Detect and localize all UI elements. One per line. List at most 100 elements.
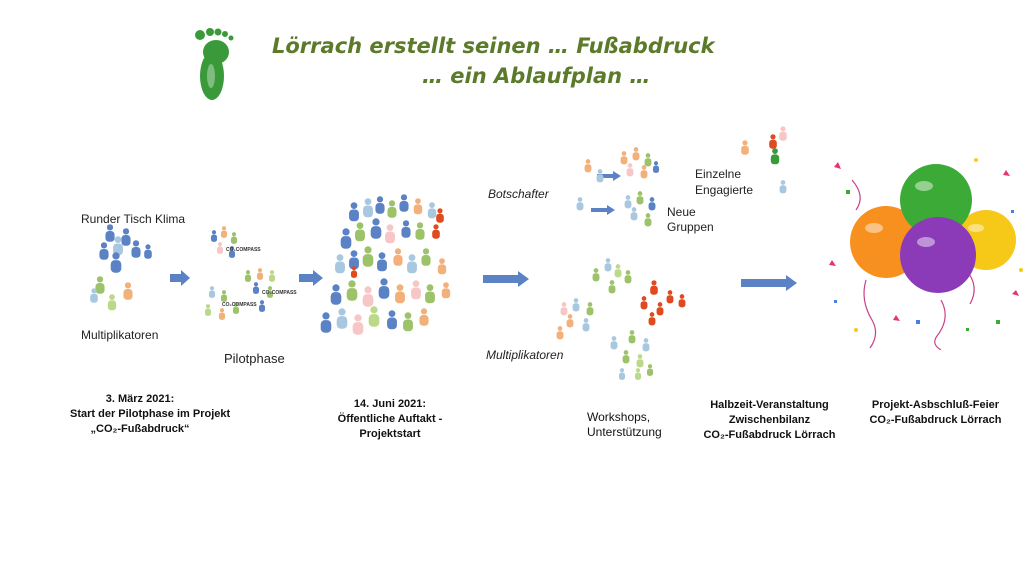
person-icon <box>652 161 660 173</box>
person-icon <box>349 202 359 222</box>
title-line-1: Lörrach erstellt seinen … Fußabdruck <box>272 34 715 58</box>
person-icon <box>560 302 568 316</box>
person-icon <box>252 282 260 294</box>
person-icon <box>628 330 636 344</box>
caption-auftakt: 14. Juni 2021:Öffentliche Auftakt -Proje… <box>337 398 443 440</box>
person-icon <box>210 230 218 242</box>
person-icon <box>437 258 447 275</box>
person-icon <box>216 242 224 254</box>
person-icon <box>375 196 385 214</box>
person-icon <box>399 194 409 212</box>
person-icon <box>618 368 626 380</box>
person-icon <box>441 282 451 299</box>
person-icon <box>592 268 600 282</box>
person-icon <box>626 163 634 177</box>
person-icon <box>378 278 390 299</box>
person-icon <box>220 290 228 302</box>
person-icon <box>336 308 348 329</box>
arrow-right-icon <box>741 275 797 291</box>
caption-start: 3. März 2021:Start der Pilotphase im Pro… <box>70 393 231 435</box>
person-icon <box>258 300 266 312</box>
person-icon <box>218 308 226 320</box>
person-icon <box>256 268 264 280</box>
person-icon <box>604 258 612 272</box>
person-icon <box>624 270 632 284</box>
person-icon <box>266 286 274 298</box>
person-icon <box>110 252 122 273</box>
person-icon <box>779 126 787 141</box>
person-icon <box>779 180 787 194</box>
person-icon <box>123 282 133 300</box>
person-icon <box>407 254 417 274</box>
person-icon <box>377 252 387 272</box>
person-icon <box>586 302 594 316</box>
arrow-right-icon <box>591 205 615 215</box>
label-einzelne-1: Einzelne <box>695 167 742 181</box>
person-icon <box>427 202 437 219</box>
person-icon <box>204 304 212 316</box>
person-icon <box>632 147 640 161</box>
person-icon <box>268 270 276 282</box>
title-line-2: … ein Ablaufplan … <box>422 64 651 88</box>
person-icon <box>648 197 656 211</box>
person-icon <box>244 270 252 282</box>
person-icon <box>401 220 411 238</box>
person-icon <box>642 338 650 352</box>
arrow-right-icon <box>483 271 529 287</box>
people-group-botschafter <box>576 147 660 227</box>
person-icon <box>107 294 117 311</box>
person-icon <box>330 284 342 305</box>
person-icon <box>413 198 423 215</box>
person-icon <box>362 286 374 307</box>
person-icon <box>648 312 656 326</box>
person-icon <box>610 336 618 350</box>
label-multiplikatoren-right: Multiplikatoren <box>486 348 564 362</box>
arrow-right-icon <box>170 270 190 286</box>
person-icon <box>90 288 98 303</box>
balloons-icon <box>829 158 1023 350</box>
footprint-icon <box>195 28 234 100</box>
person-icon <box>656 302 664 316</box>
person-icon <box>230 232 238 244</box>
person-icon <box>415 222 425 240</box>
person-icon <box>646 364 654 376</box>
caption-workshops: Workshops,Unterstützung <box>587 410 662 439</box>
label-neue-2: Gruppen <box>667 220 714 234</box>
person-icon <box>349 250 359 270</box>
person-icon <box>770 148 780 165</box>
person-icon <box>566 314 574 328</box>
person-icon <box>99 242 109 260</box>
person-icon <box>208 286 216 298</box>
person-icon <box>320 312 332 333</box>
person-icon <box>678 294 686 308</box>
person-icon <box>403 312 413 332</box>
person-icon <box>620 151 628 165</box>
person-icon <box>144 244 152 259</box>
person-icon <box>340 228 352 249</box>
compass-label: CO₂COMPASS <box>262 290 297 296</box>
person-icon <box>584 159 592 173</box>
person-icon <box>335 254 345 274</box>
person-icon <box>769 134 777 149</box>
person-icon <box>644 213 652 227</box>
person-icon <box>355 222 365 242</box>
person-icon <box>636 191 644 205</box>
person-icon <box>650 280 658 295</box>
label-pilotphase: Pilotphase <box>224 351 285 366</box>
label-multiplikatoren-left: Multiplikatoren <box>81 328 159 342</box>
person-icon <box>121 228 131 246</box>
person-icon <box>393 248 403 266</box>
label-neue-1: Neue <box>667 205 696 219</box>
person-icon <box>131 240 141 258</box>
person-icon <box>387 310 397 330</box>
person-icon <box>576 197 584 211</box>
people-group-auftakt <box>320 194 451 335</box>
person-icon <box>419 308 429 326</box>
person-icon <box>232 302 240 314</box>
person-icon <box>346 280 358 301</box>
person-icon <box>228 246 236 258</box>
people-group-einzelne <box>741 126 787 194</box>
people-group-runder-tisch <box>90 224 152 311</box>
person-icon <box>640 165 648 179</box>
